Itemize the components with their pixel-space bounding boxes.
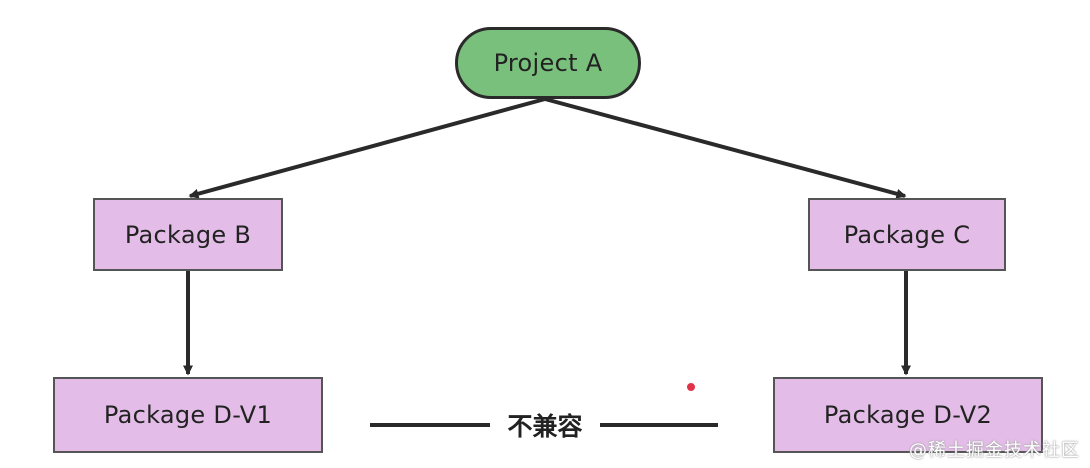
node-project-a-label: Project A <box>493 49 603 77</box>
node-package-d-v1-label: Package D-V1 <box>103 401 273 429</box>
node-package-b: Package B <box>93 198 283 271</box>
watermark: @稀土掘金技术社区 <box>909 440 1080 461</box>
edge-project-a-to-package-b <box>188 97 546 199</box>
node-package-d-v2-label: Package D-V2 <box>823 401 993 429</box>
node-project-a: Project A <box>455 27 641 99</box>
node-package-d-v2: Package D-V2 <box>773 377 1043 453</box>
node-package-b-label: Package B <box>124 220 252 249</box>
conflict-label: 不兼容 <box>490 407 600 443</box>
node-package-c: Package C <box>808 198 1006 271</box>
node-package-c-label: Package C <box>843 220 971 249</box>
edge-project-a-to-package-c <box>544 97 907 199</box>
node-package-d-v1: Package D-V1 <box>53 377 323 453</box>
cursor-dot <box>687 383 695 391</box>
